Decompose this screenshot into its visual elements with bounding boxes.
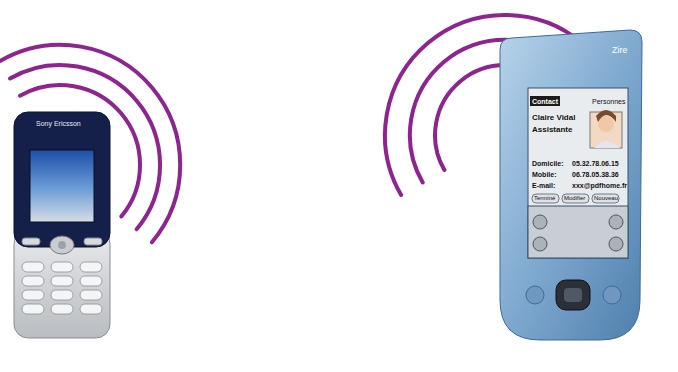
contact-role: Assistante bbox=[532, 126, 572, 134]
pda-device bbox=[500, 30, 642, 340]
screen-button: Modifier bbox=[564, 195, 585, 201]
field-value: 06.78.05.38.36 bbox=[572, 171, 619, 178]
mobile-phone bbox=[14, 112, 110, 338]
screen-button: Terminé bbox=[534, 195, 555, 201]
field-value: xxx@pdfhome.fr bbox=[572, 182, 627, 189]
brand-name: Sony Ericsson bbox=[36, 120, 81, 127]
model-name: Zire bbox=[612, 46, 628, 55]
contact-name: Claire Vidal bbox=[532, 114, 575, 122]
field-name: E-mail: bbox=[532, 182, 555, 189]
field-name: Domicile: bbox=[532, 160, 564, 167]
field-name: Mobile: bbox=[532, 171, 557, 178]
screen-tab: Personnes bbox=[592, 98, 625, 105]
screen-tab: Contact bbox=[532, 98, 558, 105]
field-value: 05.32.78.06.15 bbox=[572, 160, 619, 167]
screen-button: Nouveau bbox=[594, 195, 618, 201]
